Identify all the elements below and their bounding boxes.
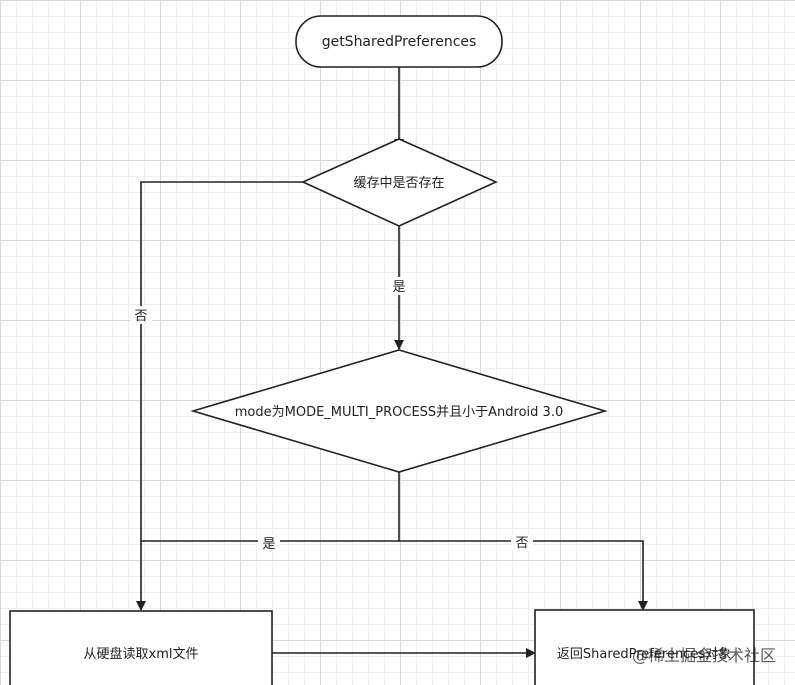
read-disk-label: 从硬盘读取xml文件 bbox=[84, 646, 199, 662]
edge-cache-no bbox=[136, 181, 303, 611]
mode-decision: mode为MODE_MULTI_PROCESS并且小于Android 3.0 bbox=[190, 349, 608, 473]
return-node-label: 返回SharedPreferences对象 bbox=[557, 647, 731, 662]
mode-decision-label: mode为MODE_MULTI_PROCESS并且小于Android 3.0 bbox=[235, 405, 563, 420]
read-disk-node: 从硬盘读取xml文件 bbox=[9, 610, 273, 685]
edge-mode-yes bbox=[141, 472, 400, 542]
label-mode-no: 否 bbox=[515, 536, 528, 551]
start-node-label: getSharedPreferences bbox=[322, 34, 477, 50]
label-cache-no: 否 bbox=[134, 309, 147, 324]
cache-decision-label: 缓存中是否存在 bbox=[353, 176, 444, 191]
watermark: @稀土掘金技术社区 bbox=[632, 646, 776, 665]
label-cache-yes: 是 bbox=[392, 280, 405, 295]
cache-decision: 缓存中是否存在 bbox=[301, 138, 498, 227]
edge-mode-no bbox=[399, 540, 648, 611]
label-mode-yes: 是 bbox=[262, 537, 275, 552]
edge-labels: 是 否 是 否 bbox=[130, 277, 533, 552]
start-node: getSharedPreferences bbox=[295, 15, 503, 68]
return-node: 返回SharedPreferences对象 bbox=[534, 609, 755, 685]
edges bbox=[136, 67, 648, 658]
